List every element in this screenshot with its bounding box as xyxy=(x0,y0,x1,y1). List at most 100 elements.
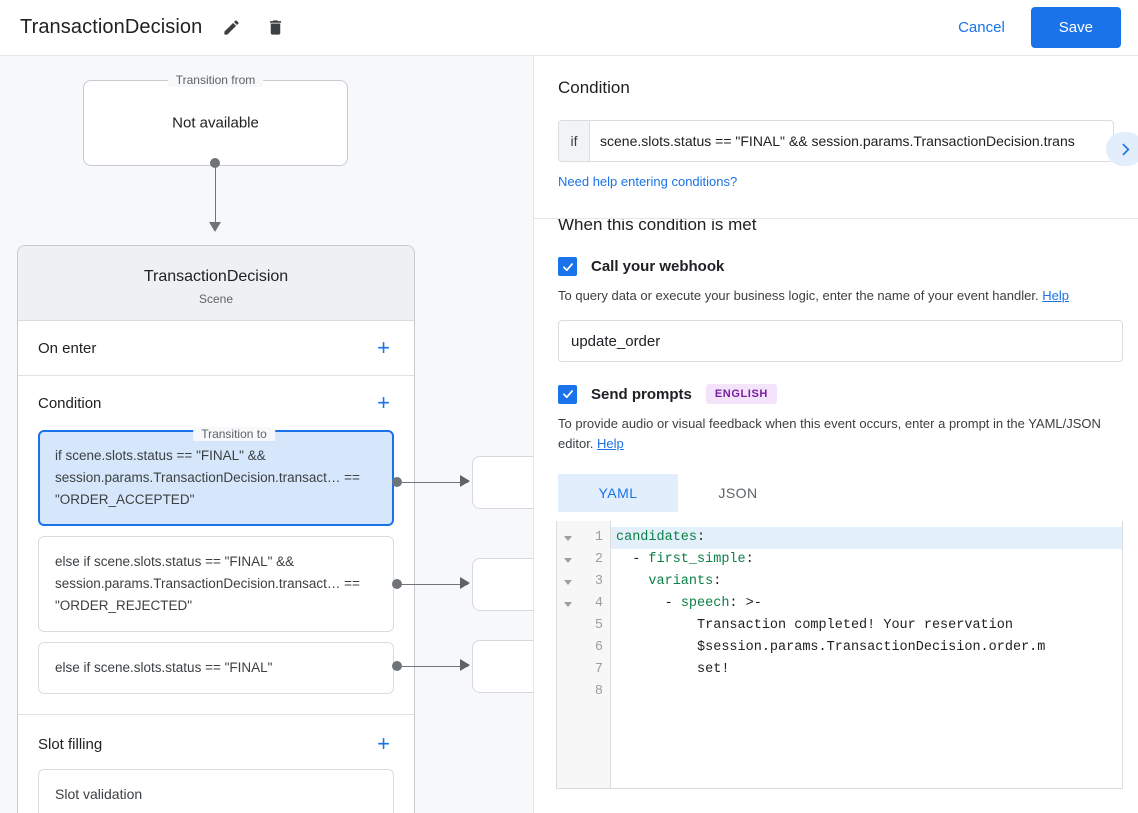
graph-canvas[interactable]: Transition from Not available Transition… xyxy=(0,56,533,813)
fold-spacer xyxy=(557,681,579,703)
line-number: 4 xyxy=(594,596,603,611)
code-line[interactable]: - first_simple: xyxy=(616,552,754,567)
webhook-description: To query data or execute your business l… xyxy=(558,286,1114,306)
scene-type: Scene xyxy=(198,292,234,306)
fold-spacer xyxy=(557,637,579,659)
page-title: TransactionDecision xyxy=(20,16,203,38)
add-condition-button[interactable]: + xyxy=(377,390,390,415)
line-number: 2 xyxy=(594,552,603,567)
webhook-handler-input[interactable] xyxy=(558,320,1123,362)
line-number: 6 xyxy=(594,640,603,655)
condition-detail-panel: Condition if Need help entering conditio… xyxy=(533,56,1138,813)
edit-pencil-button[interactable] xyxy=(216,13,246,43)
fold-toggle-icon[interactable] xyxy=(557,571,579,593)
condition-edge-arrow xyxy=(460,577,470,589)
code-line[interactable]: $session.params.TransactionDecision.orde… xyxy=(697,640,1046,655)
code-line[interactable] xyxy=(611,681,1122,703)
condition-edge-dot xyxy=(392,661,402,671)
editor-fold-gutter[interactable] xyxy=(557,521,579,788)
condition-help-link[interactable]: Need help entering conditions? xyxy=(558,174,738,189)
scene-header: TransactionDecision Scene xyxy=(18,246,414,321)
transition-to-card: Transition to TransactionDecision Scene … xyxy=(17,245,415,813)
line-number: 8 xyxy=(594,684,603,699)
code-line[interactable]: candidates: xyxy=(611,527,1122,549)
call-webhook-checkbox[interactable] xyxy=(558,257,577,276)
check-icon xyxy=(562,262,573,271)
panel-title: Condition xyxy=(558,78,630,97)
code-line[interactable]: - speech: >- xyxy=(616,596,762,611)
tab-yaml[interactable]: YAML xyxy=(558,474,678,512)
line-number: 3 xyxy=(594,574,603,589)
target-stub-card[interactable] xyxy=(472,558,533,611)
transition-from-value: Not available xyxy=(172,114,259,132)
add-on-enter-button[interactable]: + xyxy=(377,335,390,360)
section-on-enter[interactable]: On enter + xyxy=(18,321,414,375)
top-app-bar: TransactionDecision Cancel Save xyxy=(0,0,1138,56)
section-condition[interactable]: Condition + xyxy=(18,376,414,430)
condition-item[interactable]: else if scene.slots.status == "FINAL" &&… xyxy=(38,536,394,632)
pencil-icon xyxy=(224,20,239,35)
fold-toggle-icon[interactable] xyxy=(557,527,579,549)
prompts-description-text: To provide audio or visual feedback when… xyxy=(558,416,1101,451)
condition-item[interactable]: if scene.slots.status == "FINAL" && sess… xyxy=(38,430,394,526)
if-prefix-label: if xyxy=(559,121,590,161)
on-enter-label: On enter xyxy=(38,339,97,357)
fold-toggle-icon[interactable] xyxy=(557,593,579,615)
panel-header: Condition xyxy=(534,56,1138,98)
add-slot-filling-button[interactable]: + xyxy=(377,731,390,756)
connector-line xyxy=(215,162,216,228)
chevron-right-icon xyxy=(1122,143,1129,155)
code-line[interactable]: set! xyxy=(697,662,730,677)
transition-from-card: Transition from Not available xyxy=(83,73,348,166)
line-number: 7 xyxy=(594,662,603,677)
webhook-help-link[interactable]: Help xyxy=(1042,288,1069,303)
condition-expression-input[interactable] xyxy=(590,121,1113,161)
condition-edge-line xyxy=(402,666,468,667)
divider xyxy=(18,375,414,376)
transition-from-legend: Transition from xyxy=(167,73,264,87)
trash-icon xyxy=(269,20,281,35)
condition-edge-dot xyxy=(392,579,402,589)
expand-panel-button[interactable] xyxy=(1106,132,1138,166)
check-icon xyxy=(562,390,573,399)
condition-label: Condition xyxy=(38,394,102,412)
call-webhook-label: Call your webhook xyxy=(591,258,725,275)
send-prompts-row[interactable]: Send prompts ENGLISH xyxy=(558,384,1114,404)
topbar-actions: Cancel Save xyxy=(948,7,1138,48)
connector-arrowhead xyxy=(209,222,221,232)
code-line[interactable]: Transaction completed! Your reservation xyxy=(697,618,1013,633)
condition-list: if scene.slots.status == "FINAL" && sess… xyxy=(18,430,414,714)
transition-to-legend: Transition to xyxy=(193,427,275,441)
condition-item[interactable]: else if scene.slots.status == "FINAL" xyxy=(38,642,394,694)
fold-toggle-icon[interactable] xyxy=(557,549,579,571)
tab-json[interactable]: JSON xyxy=(718,485,758,501)
send-prompts-checkbox[interactable] xyxy=(558,384,577,404)
cancel-button[interactable]: Cancel xyxy=(948,11,1015,44)
condition-if-row[interactable]: if xyxy=(558,120,1114,162)
editor-code-area[interactable]: candidates: - first_simple: variants: - … xyxy=(611,521,1122,788)
delete-button[interactable] xyxy=(260,13,290,43)
slot-filling-label: Slot filling xyxy=(38,735,103,753)
save-button[interactable]: Save xyxy=(1030,7,1121,48)
slot-validation-item[interactable]: Slot validation xyxy=(38,769,394,813)
line-number: 5 xyxy=(594,618,603,633)
call-webhook-row[interactable]: Call your webhook xyxy=(558,257,1114,276)
panel-divider xyxy=(534,218,1138,219)
divider xyxy=(18,714,414,715)
section-slot-filling[interactable]: Slot filling + xyxy=(18,715,414,769)
condition-edge-line xyxy=(402,482,468,483)
fold-spacer xyxy=(557,659,579,681)
code-line[interactable]: variants: xyxy=(648,574,722,589)
scene-name: TransactionDecision xyxy=(143,268,289,285)
when-condition-met-title: When this condition is met xyxy=(558,215,757,234)
language-badge: ENGLISH xyxy=(705,384,777,404)
send-prompts-label: Send prompts xyxy=(591,385,692,403)
condition-edge-arrow xyxy=(460,659,470,671)
target-stub-card[interactable] xyxy=(472,640,533,693)
prompts-help-link[interactable]: Help xyxy=(597,436,624,451)
condition-edge-line xyxy=(402,584,468,585)
editor-format-tabs: YAML JSON xyxy=(558,474,1114,512)
target-stub-card[interactable] xyxy=(472,456,533,509)
